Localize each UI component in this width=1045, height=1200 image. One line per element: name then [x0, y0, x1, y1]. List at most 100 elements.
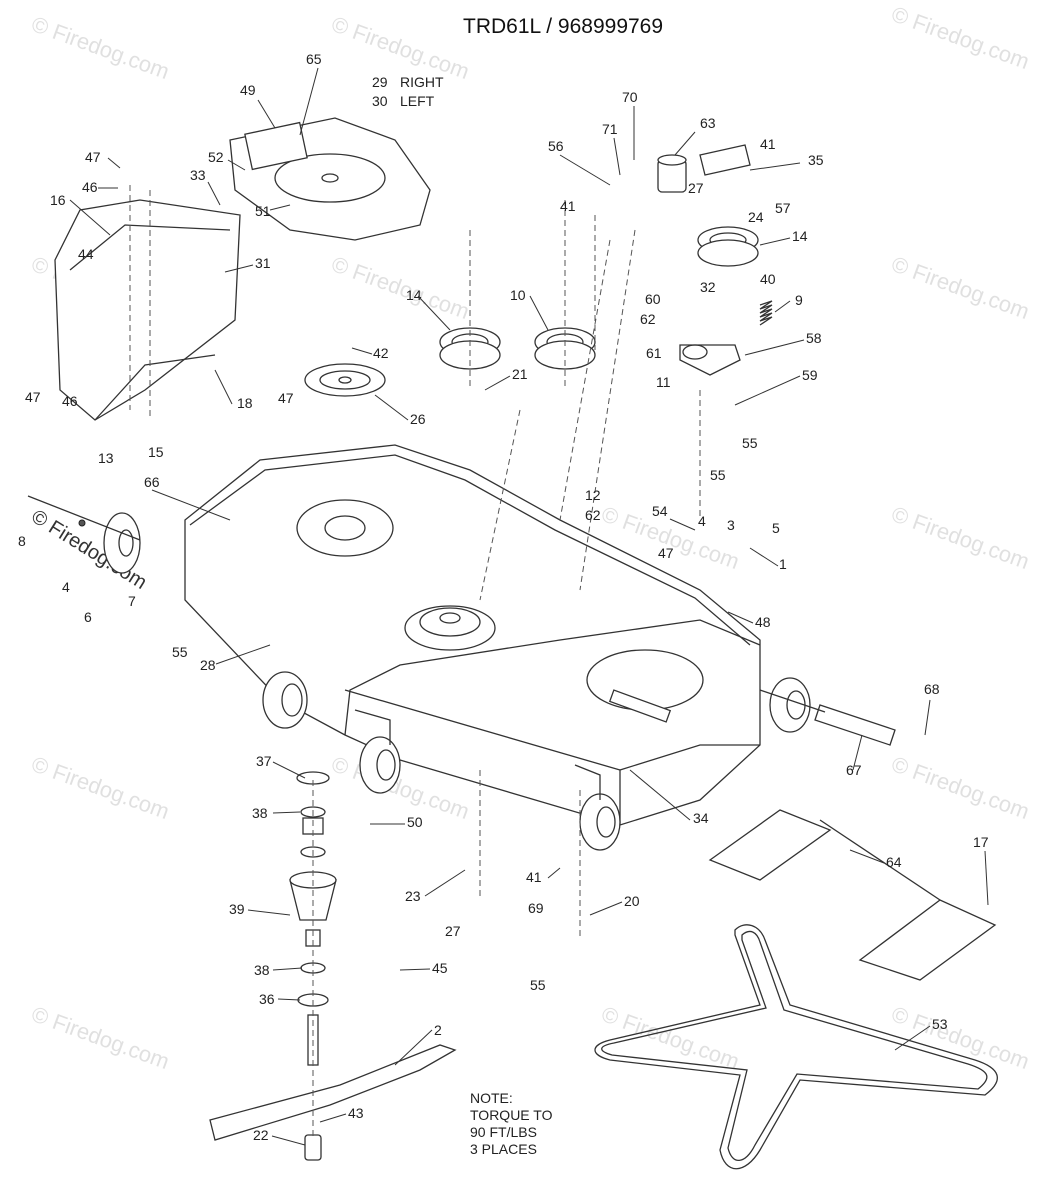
callout-label: 35: [808, 152, 824, 168]
left-wheel-assembly: [27, 495, 141, 574]
callout-label: 13: [98, 450, 114, 466]
callout-label: 3: [727, 517, 735, 533]
callout-label: 21: [512, 366, 528, 382]
callout-label: 47: [25, 389, 41, 405]
callout-label: 12: [585, 487, 601, 503]
callout-label: 48: [755, 614, 771, 630]
callout-label: 65: [306, 51, 322, 67]
watermark: © Firedog.com: [888, 501, 1032, 574]
callout-label: 41: [760, 136, 776, 152]
watermark: © Firedog.com: [888, 251, 1032, 324]
diagram-title: TRD61L / 968999769: [463, 15, 663, 38]
callout-label: 52: [208, 149, 224, 165]
callout-label: 24: [748, 209, 764, 225]
callout-label: 60: [645, 291, 661, 307]
callout-label: 20: [624, 893, 640, 909]
callout-label: 63: [700, 115, 716, 131]
callout-label: 33: [190, 167, 206, 183]
leader-lines: [69, 67, 989, 1146]
callout-label: 62: [640, 311, 656, 327]
callout-label: 61: [646, 345, 662, 361]
callout-label: 34: [693, 810, 709, 826]
callout-label: 5: [772, 520, 780, 536]
callout-label: 66: [144, 474, 160, 490]
note-line: TORQUE TO: [470, 1107, 553, 1123]
callout-label: 55: [710, 467, 726, 483]
callout-labels: 65 49 52 51 70 71 63 41 35 56 27 57 24 1…: [18, 51, 989, 1143]
callout-label: 55: [742, 435, 758, 451]
callout-label: 17: [973, 834, 989, 850]
callout-label: 14: [406, 287, 422, 303]
callout-label: 11: [656, 374, 671, 390]
drive-belt: [594, 924, 998, 1170]
right-text: RIGHT: [400, 74, 444, 90]
callout-label: 22: [253, 1127, 269, 1143]
callout-label: 69: [528, 900, 544, 916]
callout-label: 58: [806, 330, 822, 346]
callout-label: 39: [229, 901, 245, 917]
callout-label: 57: [775, 200, 791, 216]
callout-label: 55: [530, 977, 546, 993]
callout-label: 71: [602, 121, 618, 137]
note-line: NOTE:: [470, 1090, 513, 1106]
callout-label: 32: [700, 279, 716, 295]
callout-label: 6: [84, 609, 92, 625]
callout-label: 28: [200, 657, 216, 673]
watermark: © Firedog.com: [888, 751, 1032, 824]
callout-label: 42: [373, 345, 389, 361]
callout-label: 47: [658, 545, 674, 561]
callout-label: 15: [148, 444, 164, 460]
pulleys: [304, 144, 773, 397]
callout-label: 14: [792, 228, 808, 244]
callout-label: 4: [698, 513, 706, 529]
callout-label: 55: [172, 644, 188, 660]
callout-label: 49: [240, 82, 256, 98]
callout-label: 54: [652, 503, 668, 519]
callout-label: 40: [760, 271, 776, 287]
callout-label: 45: [432, 960, 448, 976]
callout-label: 38: [252, 805, 268, 821]
note-line: 3 PLACES: [470, 1141, 537, 1157]
watermark: © Firedog.com: [28, 751, 172, 824]
callout-label: 36: [259, 991, 275, 1007]
callout-label: 8: [18, 533, 26, 549]
callout-label: 10: [510, 287, 526, 303]
watermark: © Firedog.com: [888, 1001, 1032, 1074]
watermark: © Firedog.com: [888, 1, 1032, 74]
callout-label: 43: [348, 1105, 364, 1121]
callout-label: 26: [410, 411, 426, 427]
callout-label: 41: [560, 198, 576, 214]
callout-label: 59: [802, 367, 818, 383]
callout-label: 62: [585, 507, 601, 523]
callout-label: 68: [924, 681, 940, 697]
callout-label: 7: [128, 593, 136, 609]
spindle-assembly: [209, 771, 457, 1161]
callout-label: 4: [62, 579, 70, 595]
note-line: 90 FT/LBS: [470, 1124, 537, 1140]
stabilizer-and-brackets: [708, 689, 997, 981]
callout-label: 53: [932, 1016, 948, 1032]
callout-label: 31: [255, 255, 271, 271]
callout-label: 38: [254, 962, 270, 978]
callout-label: 37: [256, 753, 272, 769]
assembly-lines: [129, 185, 701, 1140]
torque-note: NOTE: TORQUE TO 90 FT/LBS 3 PLACES: [470, 1090, 553, 1157]
side-labels: 29 RIGHT 30 LEFT: [372, 74, 444, 109]
mower-deck: [184, 444, 811, 851]
callout-label: 64: [886, 854, 902, 870]
callout-label: 41: [526, 869, 542, 885]
left-text: LEFT: [400, 93, 435, 109]
callout-label: 27: [688, 180, 704, 196]
callout-label: 47: [278, 390, 294, 406]
callout-label: 67: [846, 762, 862, 778]
callout-label: 51: [255, 203, 271, 219]
callout-label: 46: [82, 179, 98, 195]
left-number: 30: [372, 93, 388, 109]
callout-label: 9: [795, 292, 803, 308]
callout-label: 47: [85, 149, 101, 165]
callout-label: 23: [405, 888, 421, 904]
callout-label: 1: [779, 556, 787, 572]
watermark: © Firedog.com: [28, 11, 172, 84]
belt-covers: [54, 117, 431, 421]
callout-label: 70: [622, 89, 638, 105]
